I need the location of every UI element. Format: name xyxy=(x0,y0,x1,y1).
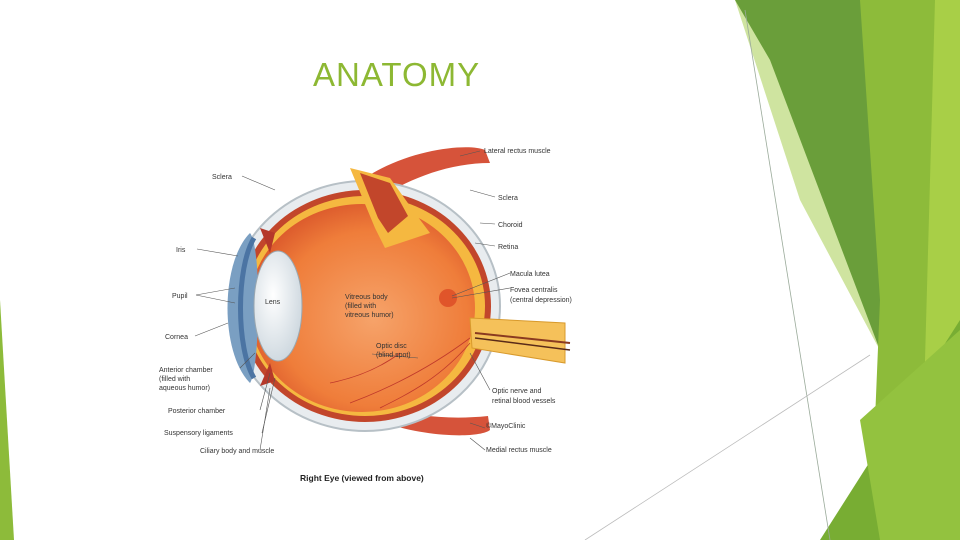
label-vitreous-3: vitreous humor) xyxy=(345,312,394,319)
label-choroid: Choroid xyxy=(498,222,523,229)
eye-anatomy-diagram: Lateral rectus muscle Sclera Sclera Chor… xyxy=(159,147,572,483)
thin-line-1 xyxy=(744,9,831,540)
label-optic-disc-1: Optic disc xyxy=(376,343,407,350)
ciliary-body-bottom xyxy=(260,363,275,386)
lens-shape xyxy=(253,250,303,362)
leader-lines xyxy=(194,150,511,451)
label-vitreous-1: Vitreous body xyxy=(345,294,388,301)
label-sclera-left: Sclera xyxy=(212,174,232,181)
label-anterior-2: (filled with xyxy=(159,376,190,383)
label-suspensory: Suspensory ligaments xyxy=(164,430,233,437)
label-pupil: Pupil xyxy=(172,293,188,300)
diagram-caption: Right Eye (viewed from above) xyxy=(300,473,424,483)
label-optic-disc-2: (blind spot) xyxy=(376,352,411,359)
label-lens: Lens xyxy=(265,299,281,306)
blood-vessel-2 xyxy=(379,342,471,409)
left-edge-shape xyxy=(0,300,14,540)
label-fovea-2: (central depression) xyxy=(510,297,572,304)
macula-spot xyxy=(439,289,457,307)
label-optic-nerve-2: retinal blood vessels xyxy=(492,398,556,405)
optic-nerve-shape xyxy=(469,317,566,364)
label-ciliary: Ciliary body and muscle xyxy=(200,448,274,455)
label-anterior-1: Anterior chamber xyxy=(159,367,213,374)
iris-shape xyxy=(238,236,257,380)
label-copyright: ©MayoClinic xyxy=(486,422,526,430)
label-vitreous-2: (filled with xyxy=(345,303,376,310)
optic-vessel-2 xyxy=(474,337,571,351)
bottom-light-shape xyxy=(860,330,960,540)
label-macula: Macula lutea xyxy=(510,271,550,278)
optic-vessel-1 xyxy=(474,332,571,344)
cutaway-choroid xyxy=(360,173,408,233)
label-sclera-right: Sclera xyxy=(498,195,518,202)
blood-vessel-3 xyxy=(329,352,401,384)
blood-vessel-1 xyxy=(349,337,471,404)
label-anterior-3: aqueous humor) xyxy=(159,385,210,392)
label-lateral-rectus: Lateral rectus muscle xyxy=(484,148,551,155)
label-fovea-1: Fovea centralis xyxy=(510,287,558,294)
label-iris: Iris xyxy=(176,247,186,254)
slide-title: ANATOMY xyxy=(313,56,481,93)
label-retina: Retina xyxy=(498,244,518,251)
ciliary-body-top xyxy=(260,228,275,253)
label-cornea: Cornea xyxy=(165,334,188,341)
dark-green-shape xyxy=(735,0,895,390)
label-medial-rectus: Medial rectus muscle xyxy=(486,447,552,454)
thin-line-2 xyxy=(584,354,871,540)
label-posterior: Posterior chamber xyxy=(168,408,226,415)
label-optic-nerve-1: Optic nerve and xyxy=(492,388,542,395)
vitreous-body-shape xyxy=(249,204,475,412)
